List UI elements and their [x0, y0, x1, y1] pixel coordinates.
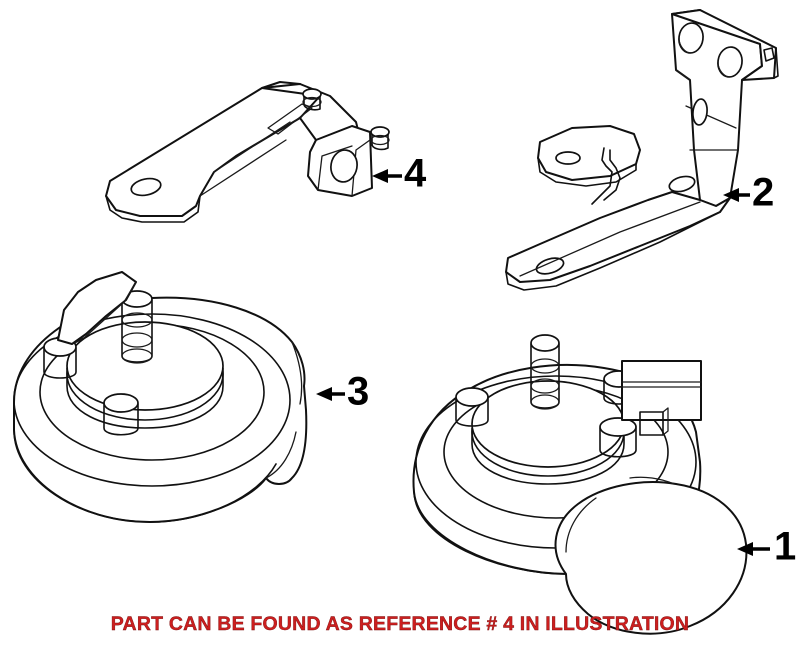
callout-3: 3 [316, 370, 369, 414]
part-4-mounting-arm [105, 81, 390, 223]
callout-1-label: 1 [774, 525, 796, 569]
part-3-disc-horn [13, 271, 308, 523]
callout-3-label: 3 [347, 370, 369, 414]
part-2-l-bracket [505, 9, 779, 291]
part-1-horn-with-connector [412, 334, 748, 635]
callout-2: 2 [723, 171, 774, 215]
callout-4: 4 [372, 152, 427, 196]
callout-4-label: 4 [404, 152, 427, 196]
callout-1: 1 [737, 525, 796, 569]
callout-2-label: 2 [752, 171, 774, 215]
